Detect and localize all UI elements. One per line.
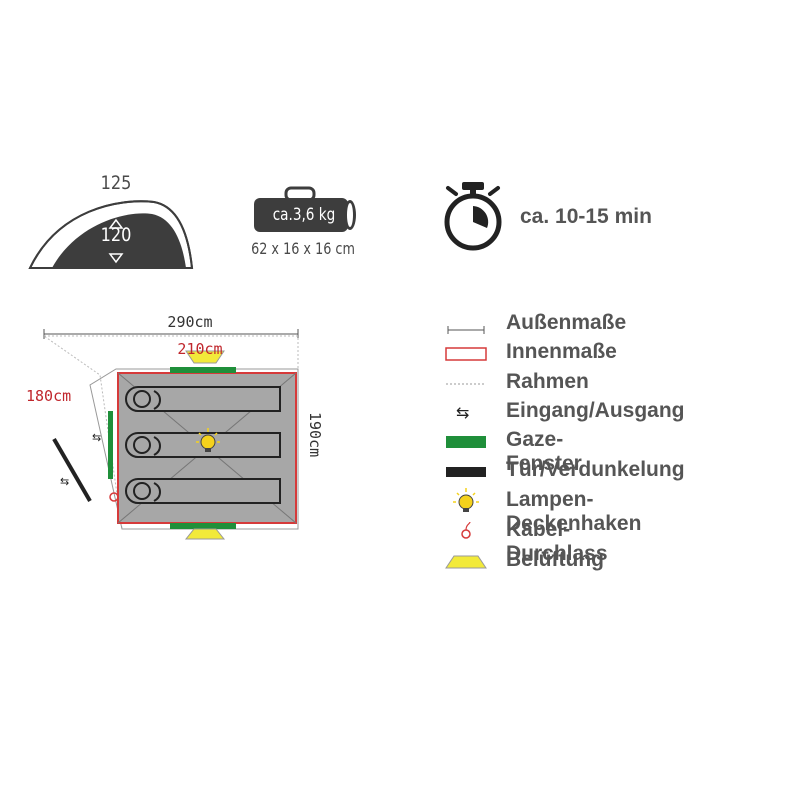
- frame-icon: [444, 372, 488, 396]
- legend-label-inner-dimensions: Innenmaße: [506, 340, 617, 363]
- dome-inner-height: 120: [100, 224, 132, 246]
- dome-profile: [28, 190, 194, 270]
- entrance-arrows-icon: ⇆: [444, 400, 488, 424]
- pack-bag-icon: [254, 186, 356, 232]
- svg-text:⇆: ⇆: [92, 431, 101, 444]
- legend-label-lamp-hook: Lampen-Deckenhaken: [506, 488, 642, 535]
- legend-label-mesh-window: Gaze-Fenster: [506, 428, 582, 475]
- ventilation-icon: [444, 550, 488, 574]
- stopwatch-icon: [440, 180, 506, 252]
- outer-width-label: 290cm: [167, 313, 213, 331]
- dome-outer-height: 125: [100, 172, 132, 194]
- cable-port-icon: [444, 520, 488, 544]
- pack-weight: ca.3,6 kg: [272, 205, 336, 225]
- legend-label-outer-dimensions: Außenmaße: [506, 311, 627, 334]
- lamp-hook-icon: [444, 488, 488, 512]
- inner-width-label: 210cm: [177, 340, 223, 358]
- legend-label-frame: Rahmen: [506, 370, 589, 393]
- pack-dimensions: 62 x 16 x 16 cm: [251, 239, 355, 258]
- inner-depth-label: 180cm: [26, 387, 72, 405]
- pack-bag: [250, 186, 360, 236]
- floor-plan: ⇆ ⇆: [30, 325, 330, 545]
- dome-profile-icon: [28, 200, 194, 269]
- legend-label-entrance: Eingang/Ausgang: [506, 399, 685, 422]
- outer-depth-label: 190cm: [306, 412, 324, 458]
- legend-label-cable-port: Kabel-Durchlass: [506, 518, 608, 565]
- svg-text:⇆: ⇆: [60, 475, 69, 488]
- legend-label-ventilation: Belüftung: [506, 548, 604, 571]
- door-blackout-icon: [444, 460, 488, 484]
- svg-text:⇆: ⇆: [456, 403, 469, 422]
- setup-time: ca. 10-15 min: [520, 205, 652, 228]
- outer-dimension-icon: [444, 316, 488, 340]
- mesh-window-icon: [444, 430, 488, 454]
- inner-dimension-icon: [444, 342, 488, 366]
- legend-label-door: Tür/Verdunkelung: [506, 458, 685, 481]
